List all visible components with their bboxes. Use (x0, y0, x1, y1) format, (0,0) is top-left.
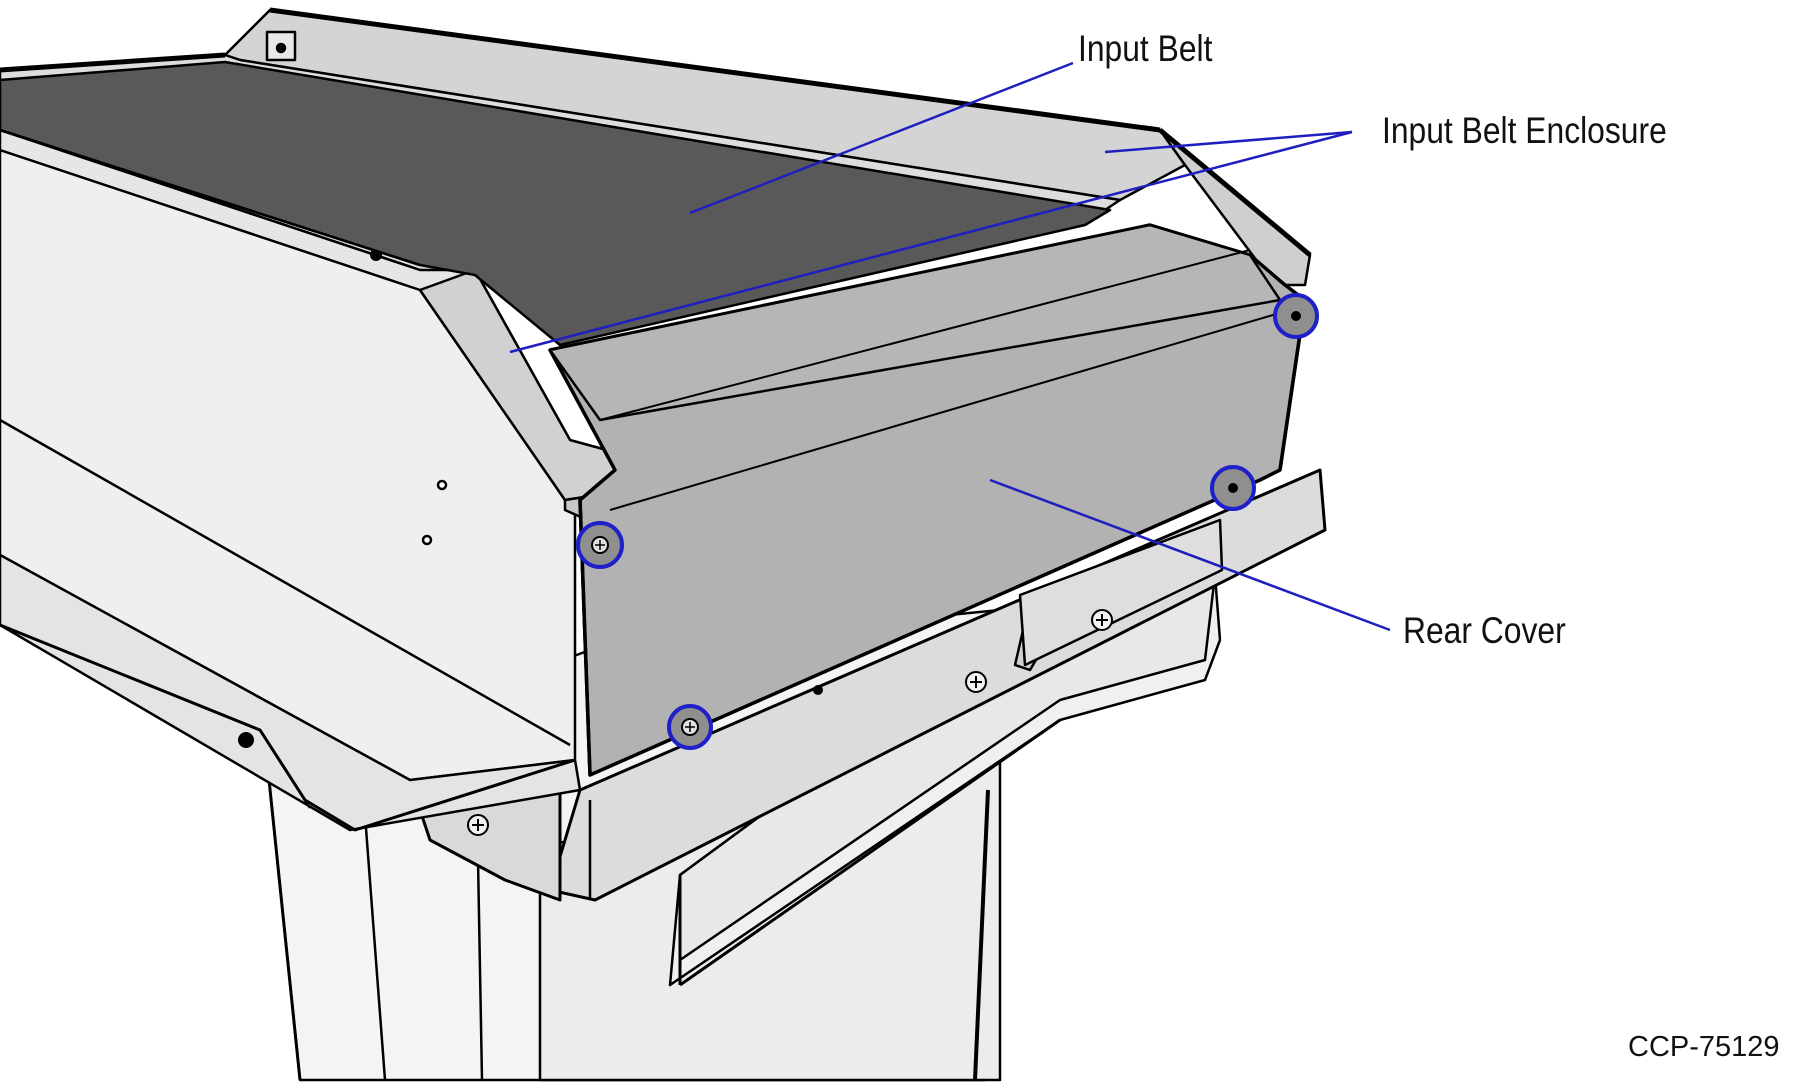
screw-icon (965, 671, 987, 693)
callout-input-belt-enclosure: Input Belt Enclosure (1382, 110, 1667, 151)
leader-line-enclosure-1 (1104, 130, 1353, 154)
input-belt (0, 60, 1112, 347)
rear-cover (421, 223, 1307, 777)
callout-input-belt: Input Belt (1078, 28, 1213, 69)
leader-lines (509, 61, 1391, 632)
screw-icon (467, 814, 489, 836)
screw-icon (1091, 609, 1113, 631)
screw-highlight-icon (667, 704, 713, 750)
mounting-screws (238, 609, 1113, 836)
figure-id: CCP-75129 (1628, 1031, 1780, 1063)
screw-highlight-icon (1273, 293, 1319, 339)
right-bracket (668, 573, 1222, 987)
callout-rear-cover: Rear Cover (1403, 610, 1566, 651)
leader-line-enclosure-2 (509, 130, 1353, 354)
leader-line-input-belt (689, 61, 1074, 215)
leader-line-rear-cover (989, 478, 1391, 632)
screw-highlight-icon (576, 521, 624, 569)
highlighted-rear-cover-screws (576, 293, 1319, 750)
screw-highlight-icon (1210, 465, 1256, 511)
